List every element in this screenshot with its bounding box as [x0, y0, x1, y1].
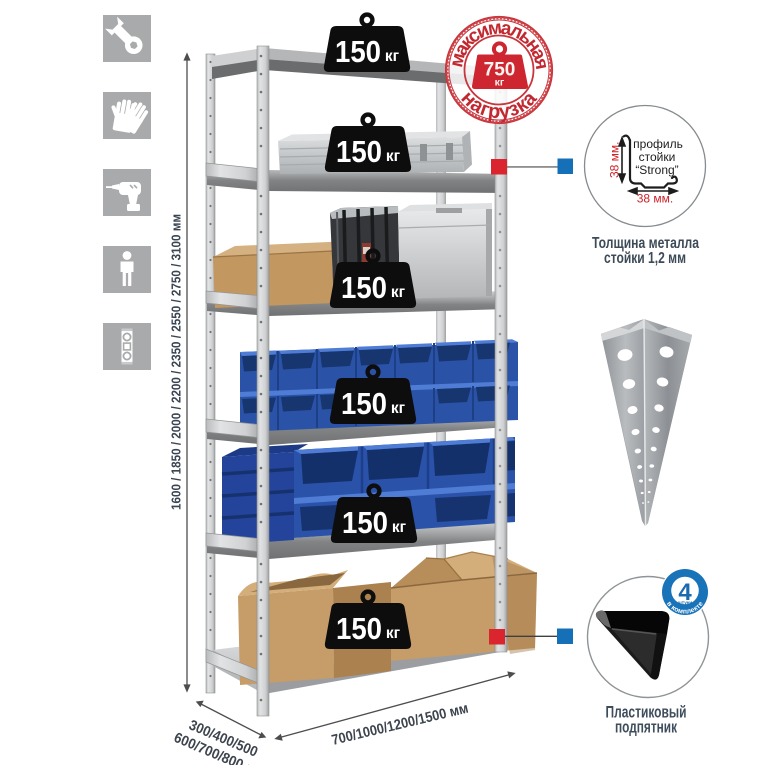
- svg-text:штуки: штуки: [678, 601, 693, 606]
- svg-text:1600 / 1850 / 2000 / 2200 / 23: 1600 / 1850 / 2000 / 2200 / 2350 / 2550 …: [169, 214, 184, 510]
- svg-text:Пластиковый: Пластиковый: [606, 704, 687, 722]
- svg-text:стойки 1,2 мм: стойки 1,2 мм: [604, 250, 686, 267]
- svg-text:профиль: профиль: [633, 137, 683, 151]
- svg-text:“Strong”: “Strong”: [635, 163, 678, 177]
- svg-text:подпятник: подпятник: [615, 719, 678, 737]
- svg-text:Толщина металла: Толщина металла: [592, 235, 699, 252]
- svg-text:38 мм.: 38 мм.: [637, 192, 674, 206]
- svg-text:кг: кг: [495, 77, 505, 89]
- svg-text:стойки: стойки: [639, 150, 676, 164]
- svg-text:750: 750: [484, 60, 516, 81]
- svg-text:700/1000/1200/1500 мм: 700/1000/1200/1500 мм: [330, 701, 470, 749]
- svg-text:4: 4: [678, 579, 692, 606]
- svg-text:38 мм.: 38 мм.: [608, 141, 622, 178]
